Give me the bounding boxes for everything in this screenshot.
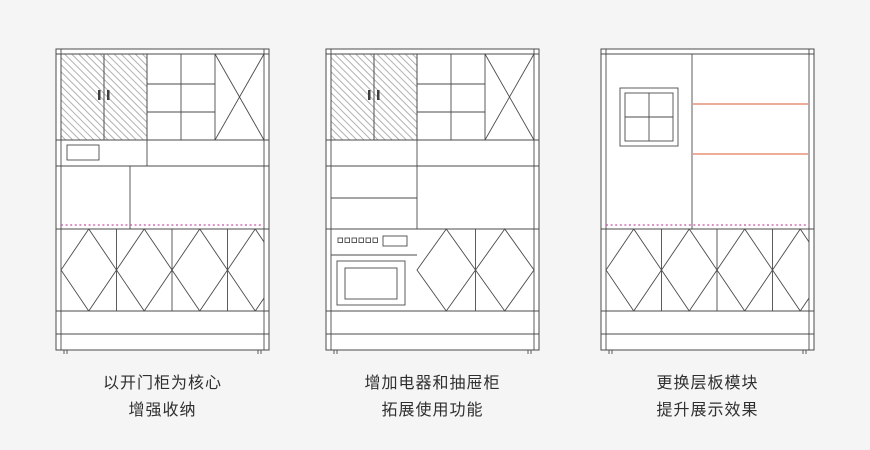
diamond-door-row xyxy=(326,228,539,312)
cabinet-outline xyxy=(600,48,815,351)
caption-line-1: 更换层板模块 xyxy=(656,375,759,392)
oven-button-icon xyxy=(337,237,343,243)
oven-button-icon xyxy=(358,237,364,243)
diamond-door-row xyxy=(56,228,269,312)
glass-door-panels xyxy=(60,53,148,141)
caption-line-1: 以开门柜为核心 xyxy=(102,375,222,392)
built-in-oven xyxy=(326,228,539,306)
oven-button-icon xyxy=(351,237,357,243)
oven-door-window xyxy=(344,267,398,300)
door-handle-icon xyxy=(377,90,380,100)
figure-caption: 以开门柜为核心 增强收纳 xyxy=(55,370,270,424)
diamond-door-row xyxy=(601,228,814,312)
oven-button-icon xyxy=(365,237,371,243)
door-handle-icon xyxy=(107,90,110,100)
grid-panel xyxy=(416,54,486,140)
figure-shelf-module-cabinet: 更换层板模块 提升展示效果 xyxy=(600,48,815,424)
shelf-module-window xyxy=(619,87,679,147)
oven-button-icon xyxy=(372,237,378,243)
caption-line-2: 提升展示效果 xyxy=(656,402,759,419)
cabinet-drawing-shelf-module xyxy=(600,48,815,354)
oven-door xyxy=(336,260,406,306)
cabinet-drawing-open-door xyxy=(55,48,270,354)
cabinet-base xyxy=(326,333,539,354)
glass-door-panels xyxy=(330,53,418,141)
grid-panel xyxy=(146,54,216,140)
cabinet-frame xyxy=(601,49,814,350)
oven-button-icon xyxy=(344,237,350,243)
crossed-panel xyxy=(214,53,265,141)
cabinet-base xyxy=(601,333,814,354)
door-handle-icon xyxy=(368,90,371,100)
cabinet-base xyxy=(56,333,269,354)
figure-open-door-cabinet: 以开门柜为核心 增强收纳 xyxy=(55,48,270,424)
oven-display xyxy=(382,235,408,247)
drawer-column xyxy=(331,166,418,229)
caption-line-2: 增强收纳 xyxy=(128,402,197,419)
figure-caption: 增加电器和抽屉柜 拓展使用功能 xyxy=(325,370,540,424)
cabinet-drawing-appliance xyxy=(325,48,540,354)
shelf-band xyxy=(56,139,269,167)
caption-line-1: 增加电器和抽屉柜 xyxy=(364,375,501,392)
accent-shelf-lines xyxy=(693,103,808,155)
crossed-panel xyxy=(484,53,535,141)
door-handle-icon xyxy=(98,90,101,100)
figure-caption: 更换层板模块 提升展示效果 xyxy=(600,370,815,424)
shelf-band xyxy=(326,139,539,167)
caption-line-2: 拓展使用功能 xyxy=(381,402,484,419)
figure-appliance-cabinet: 增加电器和抽屉柜 拓展使用功能 xyxy=(325,48,540,424)
